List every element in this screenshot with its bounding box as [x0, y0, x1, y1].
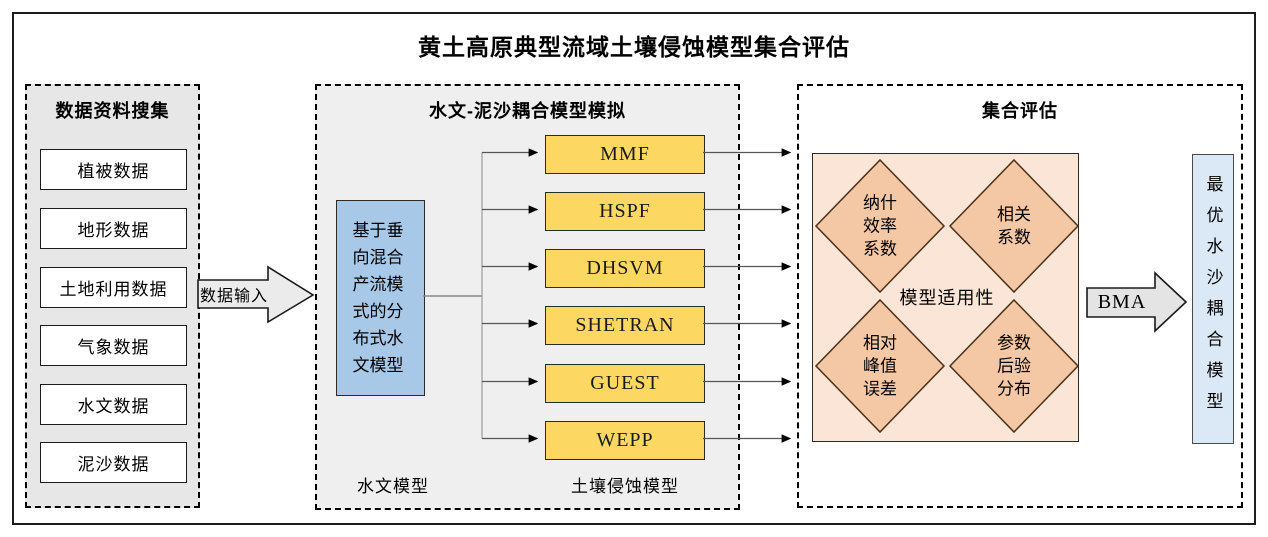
data-collection-panel: 数据资料搜集 植被数据 地形数据 土地利用数据 气象数据 水文数据 泥沙数据 [25, 84, 200, 508]
posterior-label: 参数后验分布 [997, 333, 1031, 399]
model-box-shetran: SHETRAN [545, 306, 705, 345]
model-box-wepp: WEPP [545, 421, 705, 460]
coupled-model-header: 水文-泥沙耦合模型模拟 [429, 101, 626, 121]
criteria-diamonds [814, 158, 1080, 434]
peak-error-label: 相对峰值误差 [863, 333, 897, 399]
model-box-hspf: HSPF [545, 192, 705, 231]
peak-error-diamond [814, 298, 946, 434]
posterior-diamond [948, 298, 1080, 434]
nse-label: 纳什效率系数 [863, 193, 897, 259]
model-box-mmf: MMF [545, 135, 705, 174]
sediment-data-box: 泥沙数据 [40, 442, 187, 483]
model-applicability-label: 模型适用性 [899, 288, 995, 308]
data-input-arrow-label: 数据输入 [199, 288, 268, 305]
hydrology-model-text: 基于垂向混合产流模式的分布式水文模型 [352, 221, 404, 375]
diagram-title: 黄土高原典型流域土壤侵蚀模型集合评估 [418, 34, 850, 60]
model-applicability-box: 纳什效率系数 相关系数 相对峰值误差 参数后验分布 模型适用性 [812, 153, 1080, 442]
coupled-model-panel: 水文-泥沙耦合模型模拟 基于垂向混合产流模式的分布式水文模型 MMF HSPF … [315, 84, 740, 510]
landuse-data-box: 土地利用数据 [40, 267, 187, 308]
hydrology-data-box: 水文数据 [40, 384, 187, 425]
optimal-model-text: 最优水沙耦合模型 [1203, 175, 1223, 423]
correlation-diamond [948, 158, 1080, 294]
hydrology-model-label: 水文模型 [357, 477, 429, 496]
optimal-model-box: 最优水沙耦合模型 [1192, 154, 1234, 444]
model-box-guest: GUEST [545, 364, 705, 403]
model-box-dhsvm: DHSVM [545, 249, 705, 288]
ensemble-evaluation-header: 集合评估 [982, 101, 1058, 121]
hydrology-model-box: 基于垂向混合产流模式的分布式水文模型 [336, 200, 425, 396]
meteo-data-box: 气象数据 [40, 325, 187, 366]
vegetation-data-box: 植被数据 [40, 149, 187, 190]
nse-diamond [814, 158, 946, 294]
terrain-data-box: 地形数据 [40, 208, 187, 249]
bma-arrow-label: BMA [1097, 290, 1147, 313]
data-collection-header: 数据资料搜集 [55, 101, 170, 121]
ensemble-evaluation-panel: 集合评估 纳什效率系数 相关系数 相对峰值误差 参数后验分布 模型适用性 最优水… [797, 84, 1243, 508]
erosion-model-label: 土壤侵蚀模型 [571, 477, 679, 496]
correlation-label: 相关系数 [997, 205, 1031, 247]
